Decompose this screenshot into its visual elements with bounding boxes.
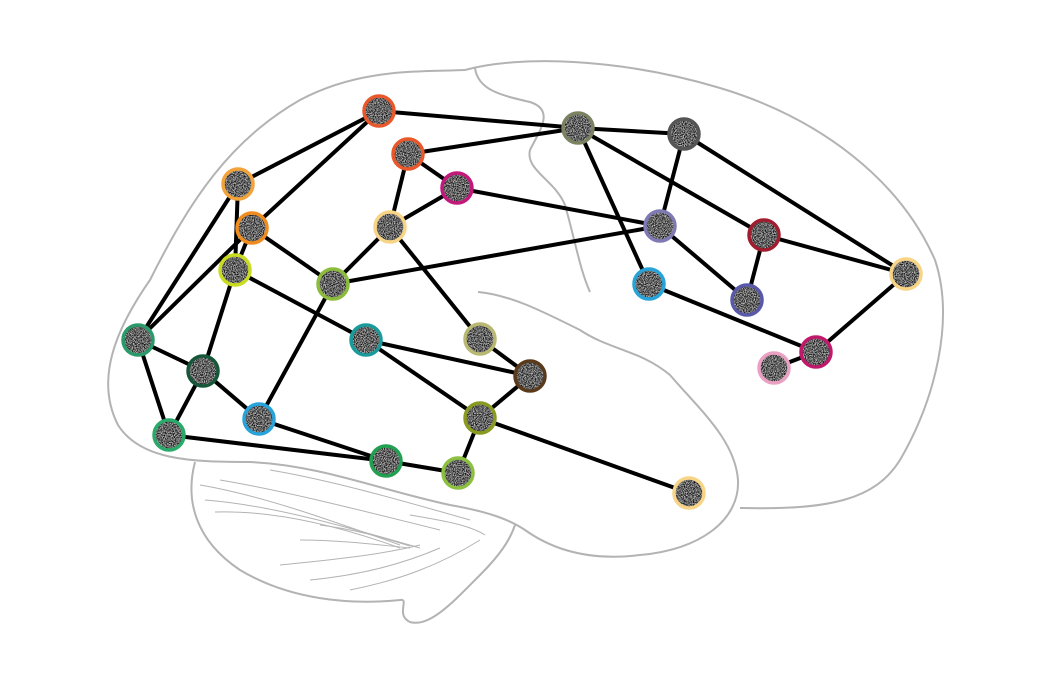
node-19 <box>186 354 220 388</box>
edge-5-10 <box>576 127 651 285</box>
node-28 <box>672 476 706 510</box>
node-ring <box>889 257 923 291</box>
node-ring <box>643 209 677 243</box>
cerebellum-outline <box>190 461 516 624</box>
node-ring <box>757 351 791 385</box>
edge-1-14 <box>237 109 380 186</box>
node-ring <box>152 418 186 452</box>
edge-4-23 <box>388 225 482 341</box>
edge-7-11 <box>658 224 749 302</box>
node-4 <box>373 210 407 244</box>
edge-25-28 <box>479 416 690 495</box>
nodes <box>121 94 923 510</box>
node-16 <box>218 253 252 287</box>
node-ring <box>730 283 764 317</box>
node-ring <box>373 210 407 244</box>
edge-16-22 <box>234 268 367 342</box>
node-ring <box>242 402 276 436</box>
node-24 <box>513 359 547 393</box>
node-17 <box>316 267 350 301</box>
edge-9-12 <box>814 272 908 354</box>
node-ring <box>672 476 706 510</box>
edge-21-26 <box>258 417 387 463</box>
node-ring <box>513 359 547 393</box>
node-20 <box>152 418 186 452</box>
edge-15-18 <box>136 226 254 342</box>
node-ring <box>316 267 350 301</box>
edge-22-25 <box>364 338 482 420</box>
frontal-outline <box>107 69 740 558</box>
node-25 <box>463 401 497 435</box>
node-ring <box>463 401 497 435</box>
brain-outline <box>107 60 944 624</box>
edge-5-6 <box>577 126 685 136</box>
edge-2-5 <box>407 126 579 156</box>
node-22 <box>349 323 383 357</box>
node-9 <box>889 257 923 291</box>
node-11 <box>730 283 764 317</box>
edge-17-21 <box>257 283 335 420</box>
central-sulcus <box>474 67 591 293</box>
edge-7-17 <box>332 224 661 286</box>
edge-8-9 <box>763 233 907 276</box>
node-12 <box>799 335 833 369</box>
node-ring <box>391 137 425 171</box>
cerebellum-folds <box>199 469 486 591</box>
node-ring <box>121 323 155 357</box>
edge-20-26 <box>168 433 387 463</box>
node-14 <box>221 167 255 201</box>
edge-6-9 <box>682 132 908 276</box>
node-ring <box>747 218 781 252</box>
edge-22-24 <box>365 338 531 378</box>
edge-14-18 <box>136 182 240 342</box>
node-ring <box>369 444 403 478</box>
node-10 <box>632 267 666 301</box>
node-6 <box>667 117 701 151</box>
node-ring <box>463 322 497 356</box>
node-ring <box>235 211 269 245</box>
cerebrum-outline <box>464 60 944 510</box>
edge-1-5 <box>378 109 579 130</box>
node-13 <box>757 351 791 385</box>
node-ring <box>561 111 595 145</box>
node-23 <box>463 322 497 356</box>
node-ring <box>441 456 475 490</box>
node-ring <box>186 354 220 388</box>
node-15 <box>235 211 269 245</box>
node-ring <box>218 253 252 287</box>
edge-10-12 <box>648 282 817 354</box>
node-3 <box>440 171 474 205</box>
node-27 <box>441 456 475 490</box>
node-ring <box>632 267 666 301</box>
node-2 <box>391 137 425 171</box>
node-1 <box>362 94 396 128</box>
node-ring <box>667 117 701 151</box>
node-18 <box>121 323 155 357</box>
node-ring <box>799 335 833 369</box>
edge-1-15 <box>250 109 381 230</box>
node-ring <box>221 167 255 201</box>
node-ring <box>349 323 383 357</box>
edge-3-7 <box>456 186 661 228</box>
node-5 <box>561 111 595 145</box>
edge-16-19 <box>201 269 237 372</box>
node-21 <box>242 402 276 436</box>
node-26 <box>369 444 403 478</box>
node-8 <box>747 218 781 252</box>
node-ring <box>440 171 474 205</box>
node-7 <box>643 209 677 243</box>
node-ring <box>362 94 396 128</box>
